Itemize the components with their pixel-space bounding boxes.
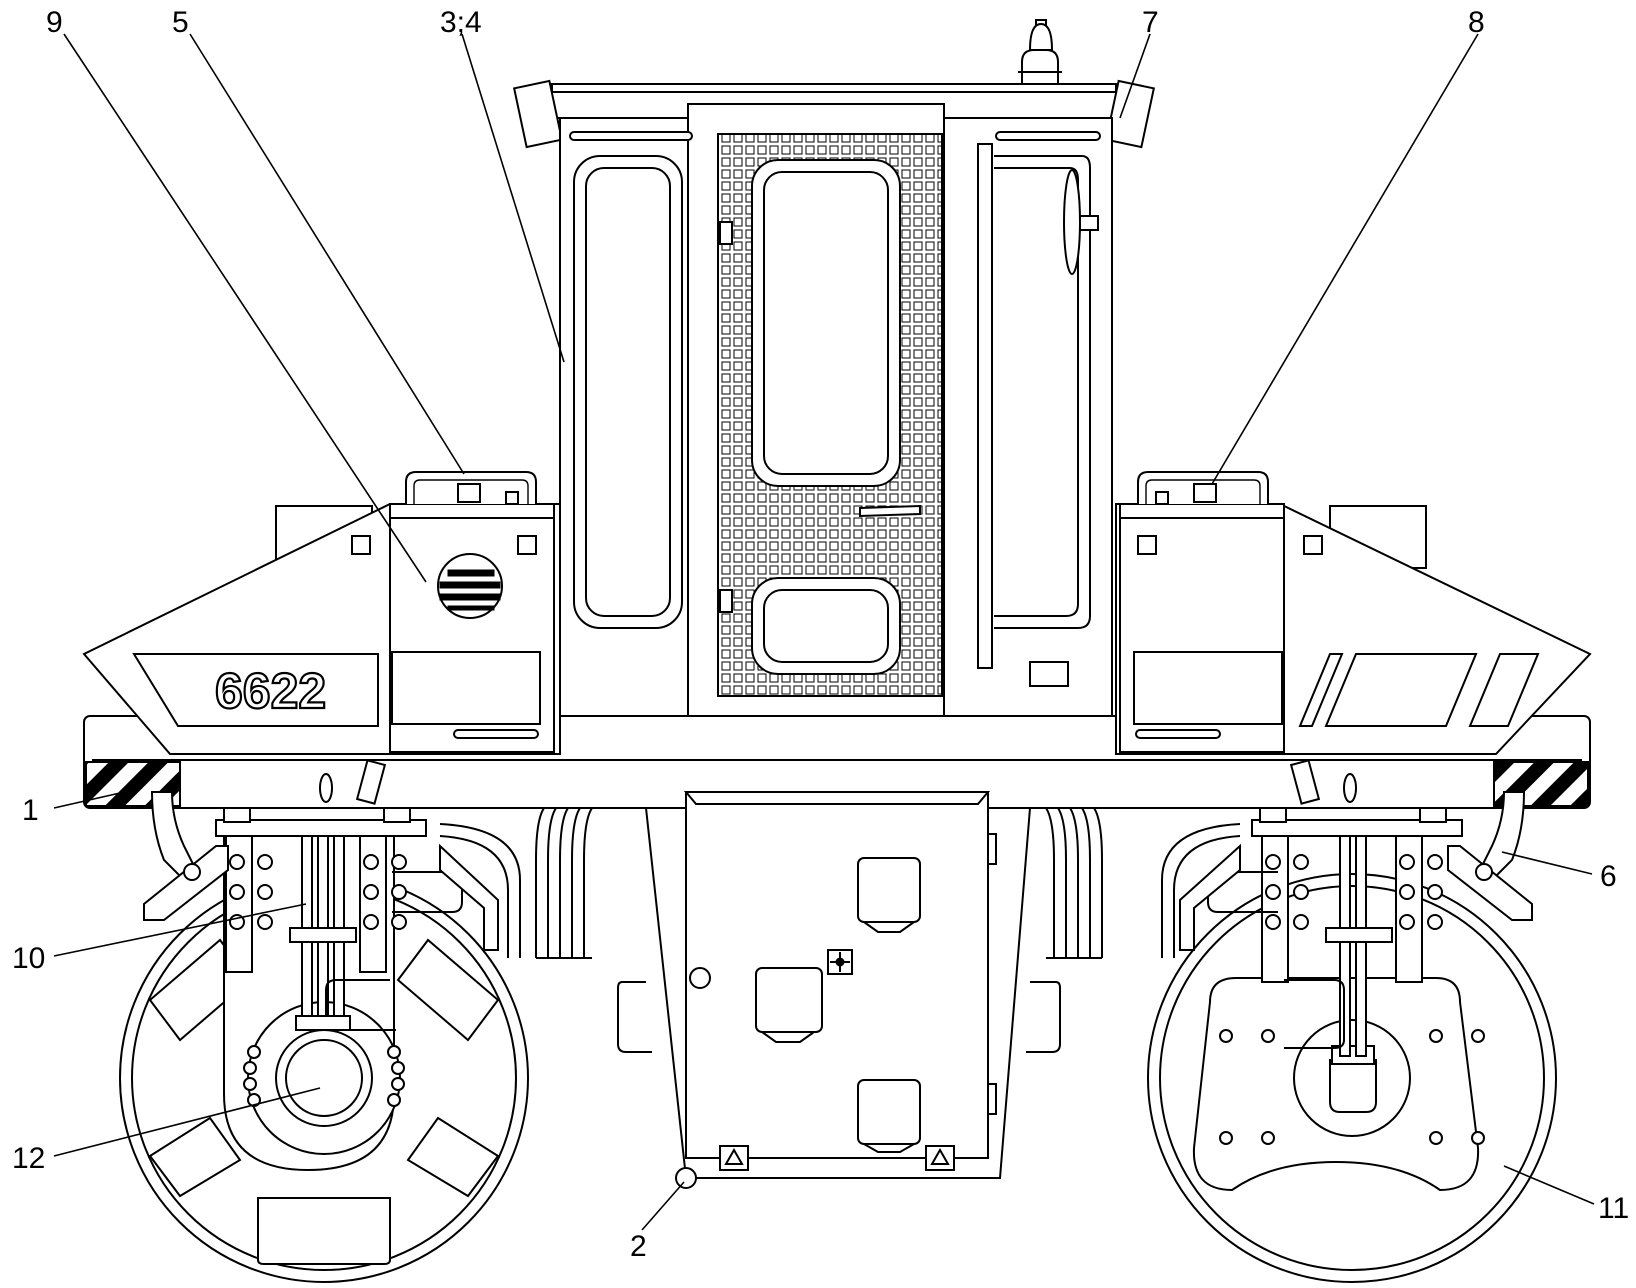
callout-6: 6	[1600, 860, 1617, 893]
beacon-light-icon	[1021, 49, 1059, 85]
fleet-number: 6622	[215, 663, 326, 719]
left-mirror-icon	[512, 79, 564, 149]
callout-8: 8	[1468, 6, 1485, 39]
callout-1: 1	[22, 794, 39, 827]
callout-7: 7	[1142, 6, 1159, 39]
left-filler-cap-icon	[457, 483, 481, 503]
callout-labels: 1 2 3;4 5 6 7 8 9 10 11 12	[12, 6, 1629, 1263]
right-mirror-icon	[1104, 79, 1156, 149]
central-control-unit	[617, 791, 1061, 1189]
valve-knob-icon	[689, 967, 711, 989]
leader-lines	[53, 33, 1595, 1231]
door-handle-icon	[859, 504, 921, 518]
callout-2: 2	[630, 1230, 647, 1263]
callout-12: 12	[12, 1142, 45, 1175]
callout-10: 10	[12, 942, 45, 975]
callout-3-4: 3;4	[440, 6, 482, 39]
callout-11: 11	[1598, 1192, 1629, 1225]
hydraulic-hoses	[439, 807, 1241, 959]
callout-9: 9	[46, 6, 63, 39]
callout-5: 5	[172, 6, 189, 39]
wiper-icon	[1063, 169, 1081, 275]
right-wheel-assembly	[1147, 791, 1557, 1283]
left-wheel-assembly	[119, 791, 529, 1283]
cab	[512, 19, 1156, 762]
right-filler-cap-icon	[1193, 483, 1217, 503]
tow-hook-icon	[675, 1167, 697, 1189]
